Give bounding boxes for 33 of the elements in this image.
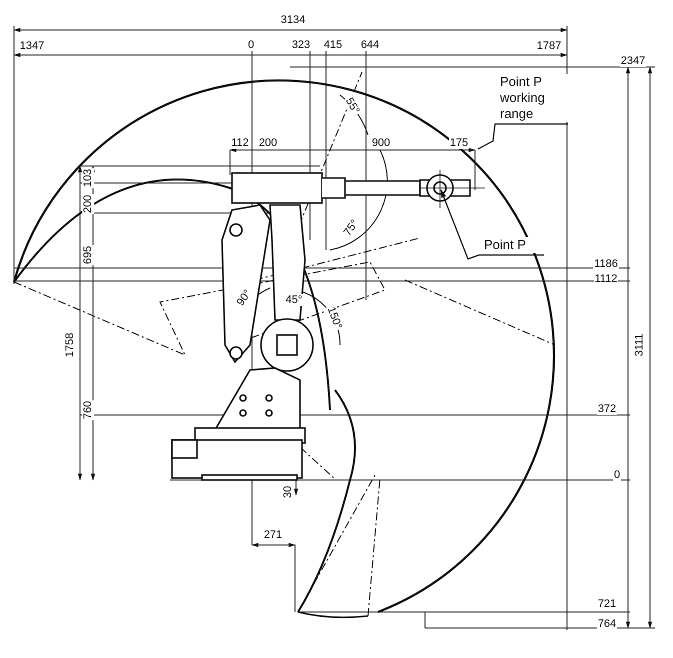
leader-line — [478, 123, 568, 150]
dimension-label: 1787 — [536, 40, 562, 52]
dimension-label: 760 — [82, 400, 94, 420]
dimension-label: 900 — [370, 137, 392, 149]
callout-text: Point P — [484, 237, 527, 253]
dimension-label: 200 — [258, 137, 278, 149]
dimension-label: 0 — [246, 39, 256, 51]
dimension-label: 3134 — [280, 14, 306, 26]
dimension-label: 2347 — [620, 55, 646, 67]
leader-line — [440, 189, 544, 260]
dimension-label: 323 — [290, 39, 312, 51]
dimension-label: 372 — [596, 403, 618, 415]
angle-label: 45° — [284, 294, 304, 306]
dimension-label: 3111 — [633, 332, 645, 358]
angle-label: 150° — [324, 304, 344, 332]
dimension-label: 721 — [596, 598, 618, 610]
dimension-label: 175 — [448, 137, 470, 149]
dimension-label: 200 — [82, 194, 94, 214]
dimension-label: 695 — [82, 244, 94, 266]
dimension-label: 1758 — [64, 332, 76, 358]
dimension-label: 0 — [612, 469, 622, 481]
dimension-label: 764 — [596, 618, 618, 630]
dimension-label: 1186 — [593, 258, 619, 270]
callout-text: Point P working range — [500, 74, 546, 122]
dimension-label: 103 — [82, 168, 94, 188]
dimension-label: 415 — [322, 39, 344, 51]
dimension-label: 1112 — [594, 273, 618, 285]
angle-label: 55° — [342, 94, 362, 118]
dimension-label: 644 — [360, 39, 380, 51]
dimension-label: 271 — [262, 529, 284, 541]
dimension-label: 30 — [282, 484, 294, 500]
dimension-label: 112 — [230, 137, 250, 149]
dimension-label: 1347 — [18, 40, 46, 52]
